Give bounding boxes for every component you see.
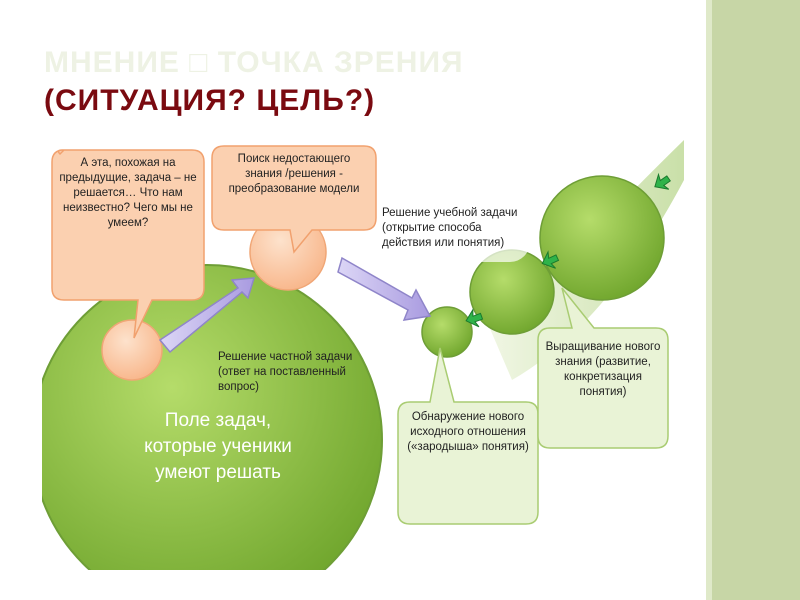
title-line-2: (СИТУАЦИЯ? ЦЕЛЬ?) — [44, 84, 376, 117]
callout-grow-bubble — [537, 287, 669, 449]
note-partial-task: Решение частной задачи (ответ на поставл… — [218, 351, 353, 393]
slide-title: МНЕНИЕ □ ТОЧКА ЗРЕНИЯ (СИТУАЦИЯ? ЦЕЛЬ?) — [44, 44, 464, 120]
lavender-arrow-right — [337, 256, 432, 321]
big-circle-label: Поле задач, которые ученики умеют решать — [144, 410, 292, 483]
peach-circle-left — [101, 319, 163, 381]
callout-detect-bubble — [397, 347, 539, 525]
title-line-1: МНЕНИЕ □ ТОЧКА ЗРЕНИЯ — [44, 46, 464, 79]
diagram-panel: А эта, похожая на предыдущие, задача – н… — [42, 140, 684, 570]
callout-unknown-bubble — [51, 149, 205, 339]
green-arrow-1 — [465, 308, 484, 328]
growth-circle-3 — [539, 175, 665, 301]
callout-search-bubble — [211, 145, 377, 254]
side-stripe-inner — [706, 0, 712, 600]
green-arrow-2 — [541, 250, 560, 269]
callout-grow-knowledge: Выращивание нового знания (развитие, кон… — [545, 341, 661, 398]
callout-unknown-question: А эта, похожая на предыдущие, задача – н… — [59, 157, 197, 229]
diagram-graphics — [42, 140, 684, 570]
callout-search-knowledge: Поиск недостающего знания /решения - пре… — [228, 153, 360, 195]
growth-circle-1 — [421, 306, 473, 358]
callout-detect-relation: Обнаружение нового исходного отношения (… — [407, 411, 529, 453]
growth-circle-2 — [469, 249, 555, 335]
note-learning-task: Решение учебной задачи (открытие способа… — [382, 207, 518, 249]
note-learning-bg — [378, 200, 530, 262]
green-arrow-3 — [654, 172, 671, 190]
lavender-arrow-up — [158, 277, 256, 354]
side-stripe — [712, 0, 800, 600]
